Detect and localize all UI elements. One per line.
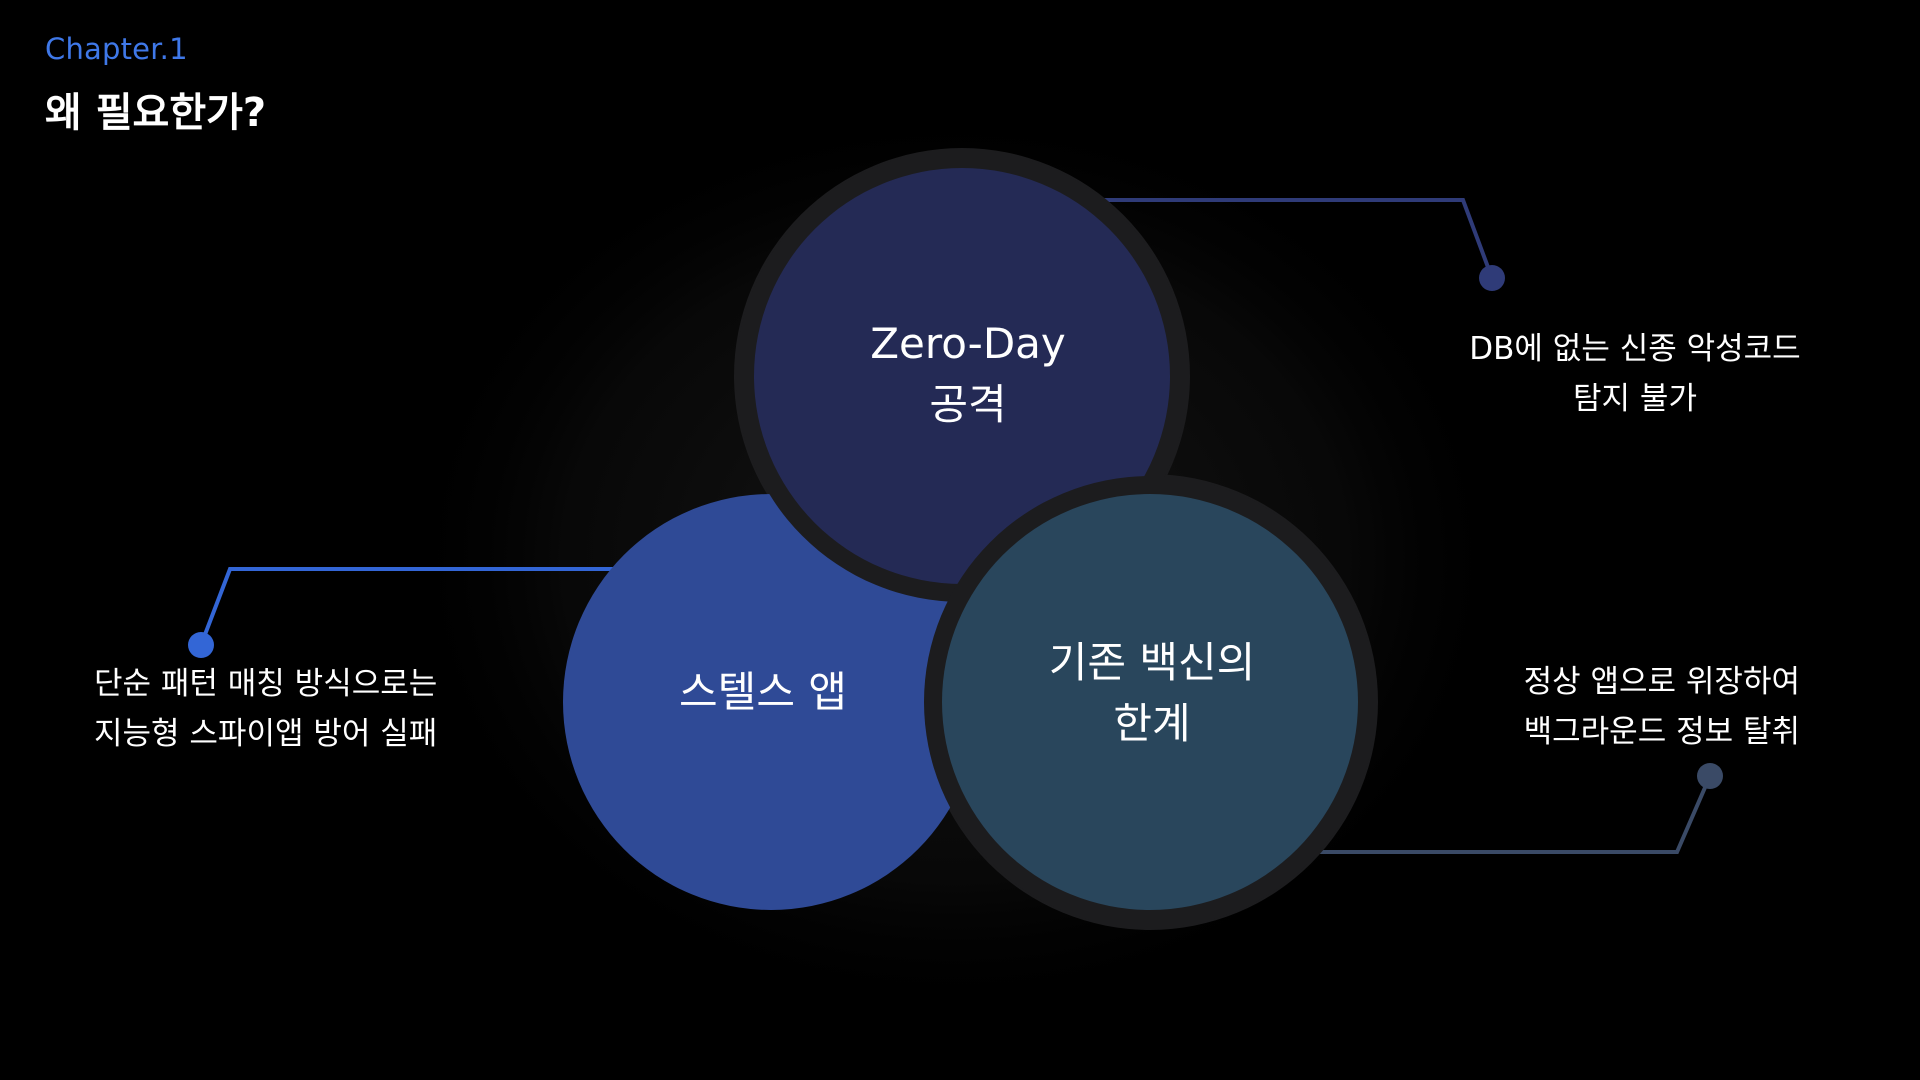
page-title: 왜 필요한가? [45, 90, 267, 136]
stealth-line1: 스텔스 앱 [679, 667, 847, 717]
connector-dot-zero-day [1479, 265, 1505, 291]
vaccine-line2: 한계 [1113, 699, 1191, 748]
callout-vaccine-line1: 정상 앱으로 위장하여 [1523, 664, 1800, 700]
callout-vaccine-line2: 백그라운드 정보 탈취 [1523, 713, 1800, 750]
chapter-label: Chapter.1 [45, 32, 188, 66]
connector-dot-vaccine [1697, 763, 1723, 789]
circle-zero-day [754, 168, 1170, 584]
callout-stealth-line1: 단순 패턴 매칭 방식으로는 [94, 666, 438, 702]
zero-day-line1: Zero-Day [870, 319, 1066, 369]
callout-zero-day: DB에 없는 신종 악성코드 탐지 불가 [1455, 325, 1815, 424]
circle-stealth [563, 494, 979, 910]
connector-vaccine [1295, 775, 1712, 854]
vaccine-line1: 기존 백신의 [1048, 638, 1256, 688]
callout-stealth: 단순 패턴 매칭 방식으로는 지능형 스파이앱 방어 실패 [94, 660, 437, 759]
circle-label-vaccine: 기존 백신의 한계 [1049, 633, 1256, 755]
connector-zero-day [1075, 198, 1494, 279]
connector-stealth [199, 567, 618, 646]
circle-label-zero-day: Zero-Day 공격 [870, 314, 1066, 436]
connector-dot-stealth [188, 632, 214, 658]
callout-zero-day-line2: 탐지 불가 [1573, 380, 1697, 417]
callout-zero-day-line1: DB에 없는 신종 악성코드 [1469, 331, 1801, 367]
zero-day-line2: 공격 [929, 380, 1007, 429]
callout-stealth-line2: 지능형 스파이앱 방어 실패 [94, 715, 438, 752]
callout-vaccine: 정상 앱으로 위장하여 백그라운드 정보 탈취 [1500, 658, 1800, 757]
circle-vaccine [942, 494, 1358, 910]
circle-label-stealth: 스텔스 앱 [679, 663, 847, 724]
